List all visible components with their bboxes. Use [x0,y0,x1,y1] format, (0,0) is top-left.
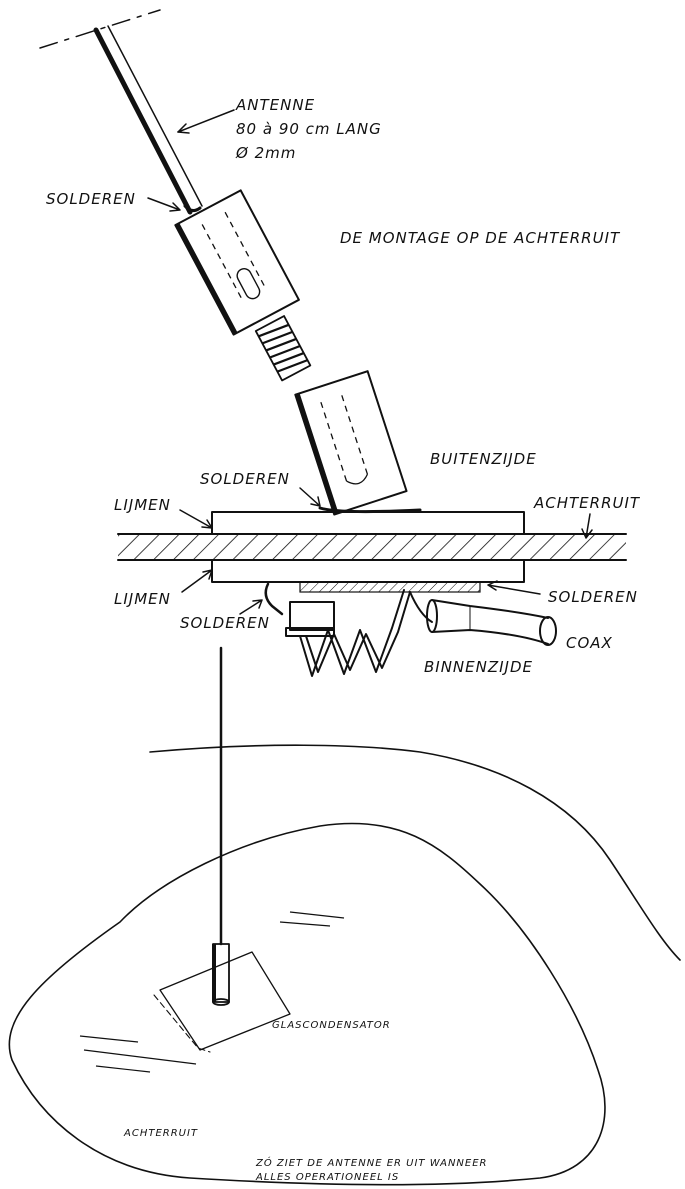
antenna-label-arrow [177,109,235,133]
lijmen-bottom-label: LIJMEN [114,590,171,608]
antenna-label-line3: Ø 2mm [235,144,296,162]
solderen-right-arrow [487,580,541,595]
inner-hatched-strip [299,581,481,593]
zigzag-wire [299,589,405,677]
car-body-outline [149,744,681,961]
solderen-left-label: SOLDEREN [180,614,270,632]
lijmen-bottom-arrow [181,569,213,593]
diagram-title: DE MONTAGE OP DE ACHTERRUIT [340,229,621,247]
lijmen-top-arrow [179,509,213,529]
achterruit-section-arrow [581,513,593,539]
solderen-left-arrow [239,599,263,615]
antenna-label-line2: 80 à 90 cm LANG [236,120,382,138]
binnenzijde-label: BINNENZIJDE [424,658,533,676]
lijmen-top-label: LIJMEN [114,496,171,514]
coax-label: COAX [566,634,613,652]
solderen-mid-arrow [299,487,321,507]
mounting-tube [294,370,408,516]
window-outline [8,822,606,1186]
threaded-screw [254,315,312,382]
solderen-right-label: SOLDEREN [548,588,638,606]
achterruit-section-label: ACHTERRUIT [533,494,641,512]
inner-plate [211,559,525,583]
achterruit-bottom-label: ACHTERRUIT [123,1128,198,1139]
outer-plate [211,511,525,535]
caption-line2: ALLES OPERATIONEEL IS [255,1172,399,1183]
glass-capacitor [153,951,291,1053]
rear-window-view [8,646,681,1186]
glascondensator-label: GLASCONDENSATOR [272,1020,391,1031]
solderen-top-arrow [147,197,181,212]
solderen-mid-label: SOLDEREN [200,470,290,488]
antenna-base [212,943,230,1006]
caption-line1: ZÓ ZIET DE ANTENNE ER UIT WANNEER [255,1156,488,1169]
inner-connector [264,582,335,637]
rear-window-glass [118,534,626,560]
solderen-top-label: SOLDEREN [46,190,136,208]
coax-cable [409,591,557,646]
glass-reflections [79,911,345,1073]
antenna-rod [93,25,203,215]
antenna-assembly [39,9,312,382]
cross-section [117,370,627,677]
antenna-label-line1: ANTENNE [235,96,315,114]
solder-joint-top [183,204,202,213]
buitenzijde-label: BUITENZIJDE [430,450,537,468]
